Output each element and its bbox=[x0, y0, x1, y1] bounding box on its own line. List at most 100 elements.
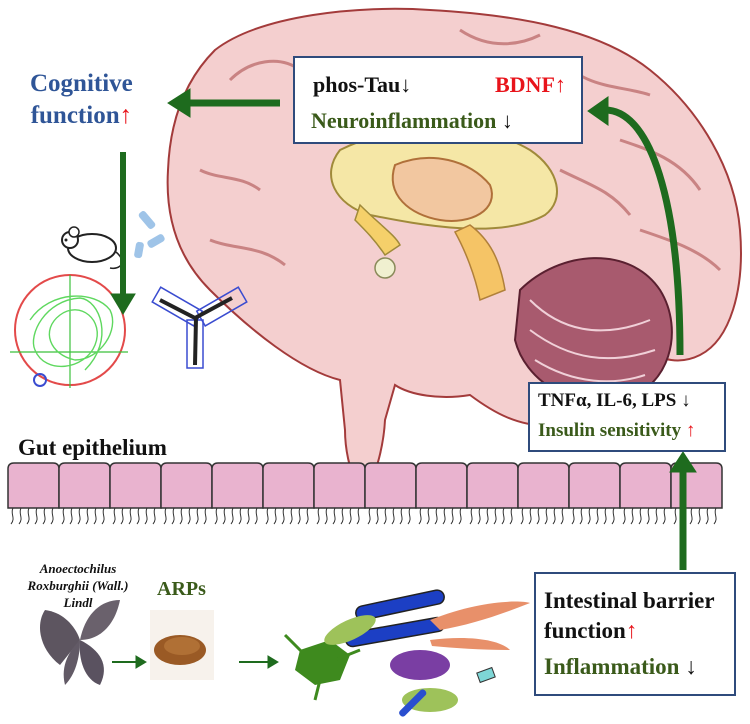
microvillus bbox=[697, 507, 701, 525]
mouse-icon bbox=[61, 226, 123, 270]
arps-label: ARPs bbox=[157, 578, 206, 600]
microvillus bbox=[638, 507, 642, 525]
microvillus bbox=[26, 507, 30, 525]
down-arrow-icon: ↓ bbox=[501, 108, 513, 133]
microvillus bbox=[203, 507, 207, 525]
microvillus bbox=[222, 507, 226, 525]
microvillus bbox=[571, 507, 575, 525]
microvillus bbox=[136, 507, 140, 525]
microvillus bbox=[469, 507, 473, 525]
microvillus bbox=[297, 507, 301, 525]
microvillus bbox=[654, 507, 658, 525]
microvillus bbox=[305, 507, 309, 525]
microvillus bbox=[128, 507, 132, 525]
up-arrow-icon: ↑ bbox=[554, 72, 566, 97]
microvillus bbox=[254, 507, 258, 525]
microvillus bbox=[536, 507, 540, 525]
microvillus bbox=[195, 507, 199, 525]
microvillus bbox=[375, 507, 379, 525]
neuroinflammation-label: Neuroinflammation bbox=[311, 108, 497, 133]
epithelial-cell bbox=[517, 462, 570, 509]
microvillus bbox=[520, 507, 524, 525]
microvillus bbox=[622, 507, 626, 525]
down-arrow-icon: ↓ bbox=[685, 654, 697, 679]
microvillus bbox=[187, 507, 191, 525]
microvillus bbox=[442, 507, 446, 525]
epithelial-cell bbox=[619, 462, 672, 509]
microvillus bbox=[163, 507, 167, 525]
epithelial-cell bbox=[262, 462, 315, 509]
microvillus bbox=[367, 507, 371, 525]
microvillus bbox=[179, 507, 183, 525]
epithelial-cell bbox=[160, 462, 213, 509]
intestinal-barrier-label: Intestinal barrier bbox=[544, 588, 715, 613]
epithelial-cell bbox=[364, 462, 417, 509]
microvillus bbox=[18, 507, 22, 525]
insulin-sensitivity-label: Insulin sensitivity bbox=[538, 420, 682, 441]
microvillus bbox=[324, 507, 328, 525]
microvillus bbox=[477, 507, 481, 525]
microvillus bbox=[501, 507, 505, 525]
microvillus bbox=[485, 507, 489, 525]
up-arrow-icon: ↑ bbox=[625, 618, 638, 643]
microvillus bbox=[579, 507, 583, 525]
microvillus bbox=[434, 507, 438, 525]
microvillus bbox=[662, 507, 666, 525]
microvillus bbox=[10, 507, 14, 525]
epithelial-cell bbox=[211, 462, 264, 509]
microvillus bbox=[332, 507, 336, 525]
y-maze-trace bbox=[151, 286, 248, 369]
microvillus bbox=[144, 507, 148, 525]
serum-markers-box: TNFα, IL-6, LPS ↓ Insulin sensitivity ↑ bbox=[528, 382, 726, 452]
microvillus bbox=[273, 507, 277, 525]
microvillus bbox=[391, 507, 395, 525]
microvillus bbox=[713, 507, 717, 525]
microvillus bbox=[85, 507, 89, 525]
microvillus bbox=[587, 507, 591, 525]
microvillus bbox=[112, 507, 116, 525]
microvillus bbox=[673, 507, 677, 525]
microvillus bbox=[426, 507, 430, 525]
microvillus bbox=[603, 507, 607, 525]
inflammation-label: Inflammation bbox=[544, 654, 680, 679]
microvillus bbox=[544, 507, 548, 525]
microvillus bbox=[340, 507, 344, 525]
microvillus bbox=[630, 507, 634, 525]
gut-effects-box: Intestinal barrier function↑ Inflammatio… bbox=[534, 572, 736, 696]
microvillus bbox=[611, 507, 615, 525]
arps-powder-image bbox=[150, 610, 214, 680]
microvillus bbox=[646, 507, 650, 525]
microvillus bbox=[399, 507, 403, 525]
plant-name-label: Anoectochilus Roxburghii (Wall.) Lindl bbox=[27, 561, 129, 610]
epithelial-cell bbox=[466, 462, 519, 509]
epithelial-cell bbox=[313, 462, 366, 509]
microvillus bbox=[289, 507, 293, 525]
phos-tau-label: phos-Tau bbox=[313, 72, 401, 97]
down-arrow-icon: ↓ bbox=[400, 72, 412, 97]
y-maze-small-icon bbox=[134, 210, 165, 259]
up-arrow-icon: ↑ bbox=[119, 102, 133, 129]
microvillus bbox=[705, 507, 709, 525]
bdnf-label: BDNF bbox=[495, 72, 555, 97]
gut-microbiota-illustration bbox=[283, 589, 530, 717]
brain-effects-box: phos-Tau↓ BDNF↑ Neuroinflammation ↓ bbox=[293, 56, 583, 144]
epithelial-cell bbox=[109, 462, 162, 509]
microvillus bbox=[50, 507, 54, 525]
microvillus bbox=[120, 507, 124, 525]
microvillus bbox=[595, 507, 599, 525]
microvillus bbox=[171, 507, 175, 525]
microvillus bbox=[214, 507, 218, 525]
microvillus bbox=[69, 507, 73, 525]
microvillus bbox=[383, 507, 387, 525]
microvillus bbox=[42, 507, 46, 525]
cognitive-function-label: Cognitive function↑ bbox=[30, 70, 133, 129]
microvillus bbox=[560, 507, 564, 525]
microvillus bbox=[528, 507, 532, 525]
microvillus bbox=[418, 507, 422, 525]
microvillus bbox=[34, 507, 38, 525]
gut-epithelium-illustration bbox=[7, 462, 723, 525]
plant-image bbox=[40, 600, 120, 685]
microvillus bbox=[509, 507, 513, 525]
down-arrow-icon: ↓ bbox=[681, 390, 691, 411]
